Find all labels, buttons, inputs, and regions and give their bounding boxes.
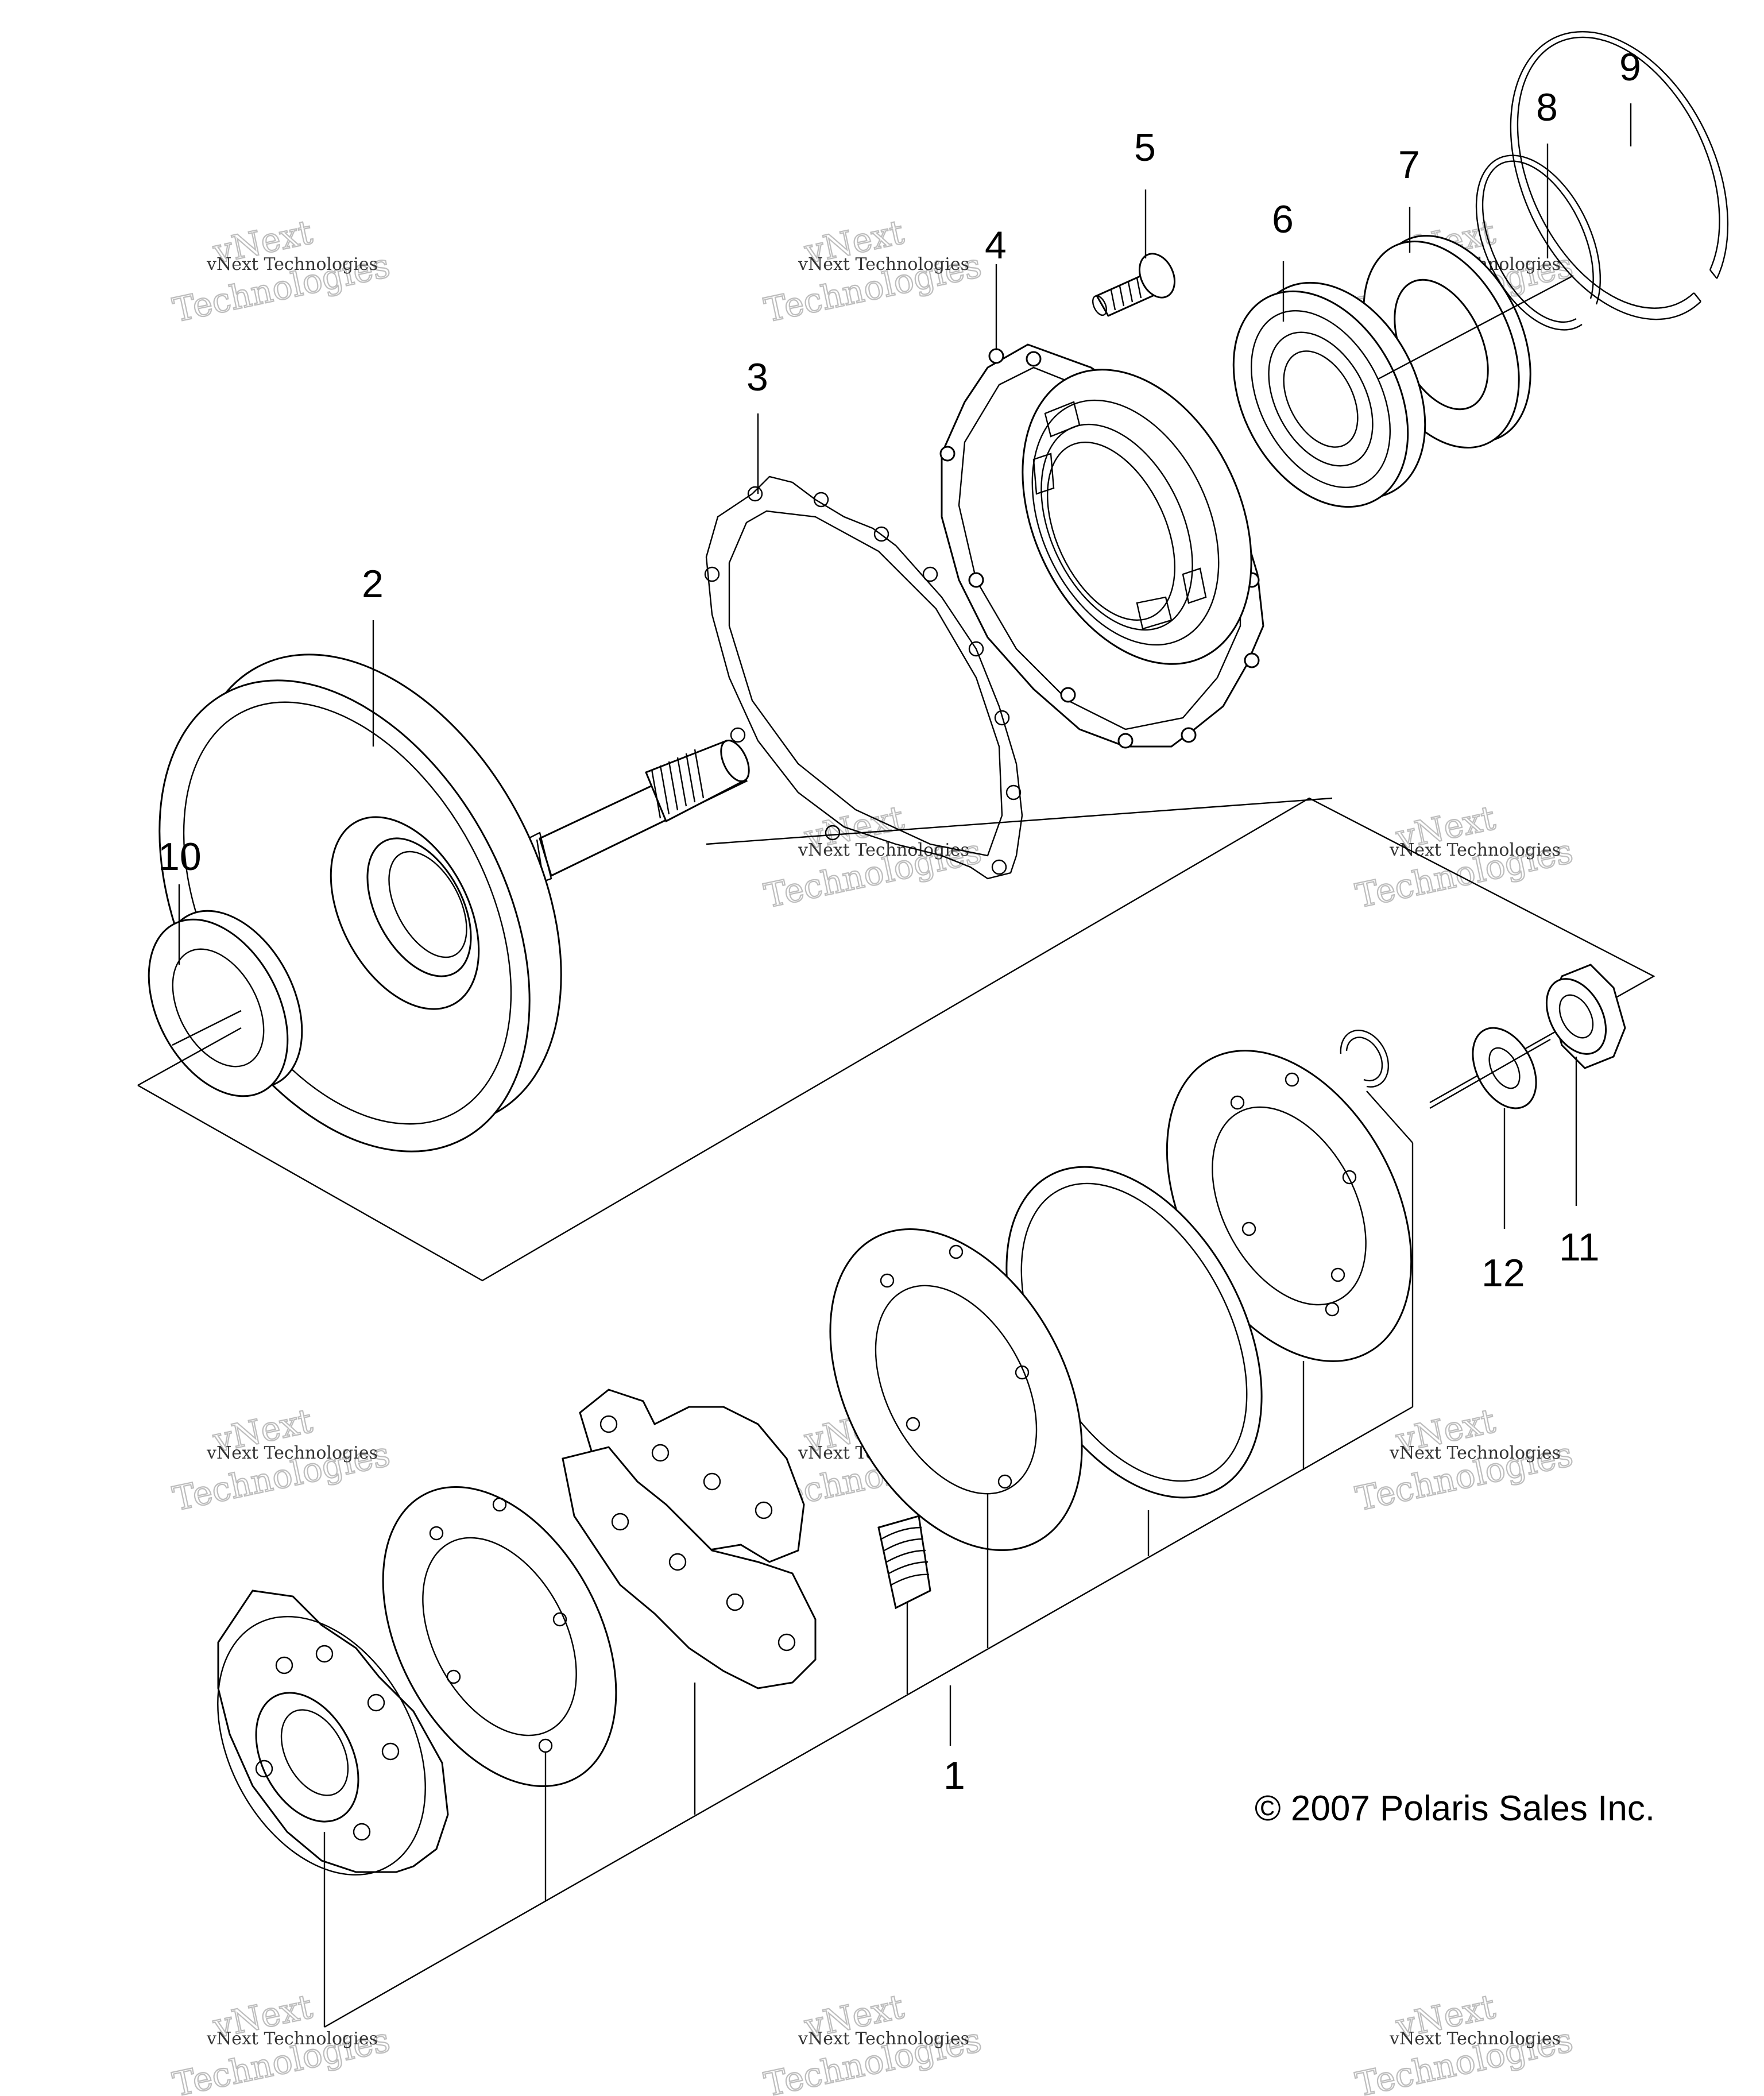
watermark-small: vNext Technologies <box>798 254 969 274</box>
watermark-9: vNext Technologies vNext Technologies <box>1352 1401 1577 1519</box>
watermark-10: vNext Technologies vNext Technologies <box>169 1986 394 2096</box>
callout-2: 2 <box>362 562 384 606</box>
watermark-small: vNext Technologies <box>206 2029 378 2049</box>
part-1-plate-c <box>829 1228 1083 1551</box>
callout-12: 12 <box>1481 1251 1525 1295</box>
callout-numbers: 1 2 3 4 5 6 7 8 9 10 11 12 <box>158 45 1641 1797</box>
axis-line-upper-right <box>1378 274 1574 380</box>
assembly-outline-top2 <box>706 797 1333 845</box>
callout-9: 9 <box>1619 45 1641 89</box>
watermark-small: vNext Technologies <box>798 2029 969 2049</box>
callout-4: 4 <box>985 223 1007 267</box>
callout-8: 8 <box>1536 86 1558 129</box>
callout-leader-lines <box>178 103 1632 1229</box>
callout-5: 5 <box>1134 126 1156 169</box>
callout-1: 1 <box>943 1754 965 1797</box>
callout-7: 7 <box>1398 143 1420 187</box>
part-12-washer <box>1472 1027 1537 1109</box>
callout-11: 11 <box>1559 1225 1600 1269</box>
assembly-outline-top <box>137 1027 242 1086</box>
part-1-shoes <box>562 1389 817 1689</box>
part-6-bearing <box>1232 281 1426 508</box>
watermark-11: vNext Technologies vNext Technologies <box>760 1986 985 2096</box>
part-1-spring <box>877 1515 931 1610</box>
watermark-small: vNext Technologies <box>206 254 378 274</box>
part-9-snap-ring <box>1510 31 1729 320</box>
part-5-bolt <box>1092 253 1175 317</box>
watermark-2: vNext Technologies vNext Technologies <box>760 212 985 331</box>
watermark-12: vNext Technologies vNext Technologies <box>1352 1986 1577 2096</box>
part-2-clutch-drum <box>158 653 750 1153</box>
part-3-gasket <box>704 475 1023 880</box>
part-1-circlip <box>1340 1030 1390 1088</box>
callout-6: 6 <box>1272 198 1294 241</box>
copyright-notice: © 2007 Polaris Sales Inc. <box>1255 1789 1655 1828</box>
watermark-7: vNext Technologies vNext Technologies <box>169 1401 394 1519</box>
axis-line-10 <box>172 1010 242 1046</box>
watermark-small: vNext Technologies <box>798 840 969 860</box>
part-1-plate-b <box>382 1486 617 1788</box>
part-4-housing-cover <box>939 343 1264 749</box>
part-1-hub-plate <box>217 1590 449 1876</box>
watermark-small: vNext Technologies <box>1389 2029 1561 2049</box>
watermark-6: vNext Technologies vNext Technologies <box>1352 798 1577 916</box>
part-11-nut <box>1545 964 1626 1069</box>
axis-line-11-12 <box>1429 1038 1551 1109</box>
callout-3: 3 <box>746 355 768 399</box>
watermark-small: vNext Technologies <box>1389 840 1561 860</box>
part-8-retaining-ring <box>1475 154 1601 331</box>
watermark-small: vNext Technologies <box>1389 1443 1561 1463</box>
part-1-leader-lines <box>323 1090 1414 2028</box>
watermark-1: vNext Technologies vNext Technologies <box>169 212 394 331</box>
watermark-5: vNext Technologies vNext Technologies <box>760 798 985 916</box>
watermark-small: vNext Technologies <box>206 1443 378 1463</box>
part-10-seal <box>148 910 303 1097</box>
callout-10: 10 <box>158 835 202 879</box>
